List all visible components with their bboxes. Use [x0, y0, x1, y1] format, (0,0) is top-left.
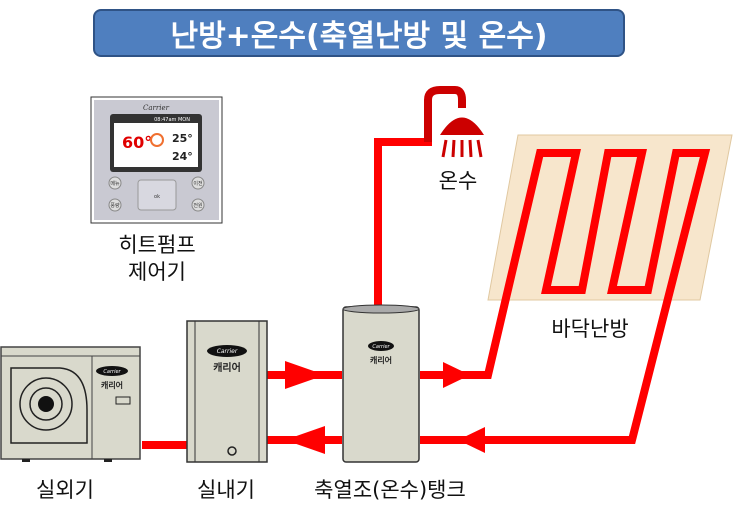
floor-heating-label: 바닥난방 [551, 317, 629, 341]
tank-label: 축열조(온수)탱크 [314, 478, 466, 502]
svg-text:25°: 25° [172, 132, 193, 145]
svg-text:Carrier: Carrier [103, 369, 121, 375]
svg-text:이전: 이전 [193, 180, 203, 187]
svg-text:Carrier: Carrier [143, 104, 170, 112]
svg-text:풍량: 풍량 [110, 202, 120, 209]
outdoor-unit: Carrier 캐리어 [0, 346, 141, 462]
svg-text:캐리어: 캐리어 [370, 355, 392, 365]
indoor-unit: Carrier 캐리어 [186, 320, 268, 463]
pipe-floor-loop [420, 149, 711, 444]
heat-pump-controller: Carrier 08:47am MON 60° 25° 24° ok 메뉴 풍량… [90, 96, 223, 224]
svg-text:Carrier: Carrier [217, 348, 238, 355]
page-title: 난방+온수(축열난방 및 온수) [93, 9, 625, 57]
svg-text:08:47am MON: 08:47am MON [154, 117, 190, 123]
svg-text:24°: 24° [172, 150, 193, 163]
controller-label-line1: 히트펌프 [118, 233, 196, 257]
shower-icon [424, 86, 484, 158]
arrow-right-icon [443, 362, 470, 388]
pipe-hot-water [374, 138, 432, 305]
arrow-left-icon [285, 426, 325, 454]
storage-tank: Carrier 캐리어 [342, 304, 420, 463]
hot-water-label: 온수 [438, 169, 478, 193]
outdoor-unit-label: 실외기 [36, 478, 94, 502]
controller-label-line2: 제어기 [128, 260, 186, 284]
arrow-left-icon [458, 427, 485, 453]
svg-text:60°: 60° [122, 133, 152, 152]
svg-text:ok: ok [154, 194, 160, 200]
arrow-right-icon [285, 361, 325, 389]
indoor-unit-label: 실내기 [197, 478, 255, 502]
svg-text:메뉴: 메뉴 [110, 180, 120, 187]
svg-text:캐리어: 캐리어 [213, 361, 241, 374]
svg-text:Carrier: Carrier [372, 344, 390, 350]
svg-text:캐리어: 캐리어 [101, 380, 123, 390]
svg-text:전원: 전원 [193, 202, 203, 209]
